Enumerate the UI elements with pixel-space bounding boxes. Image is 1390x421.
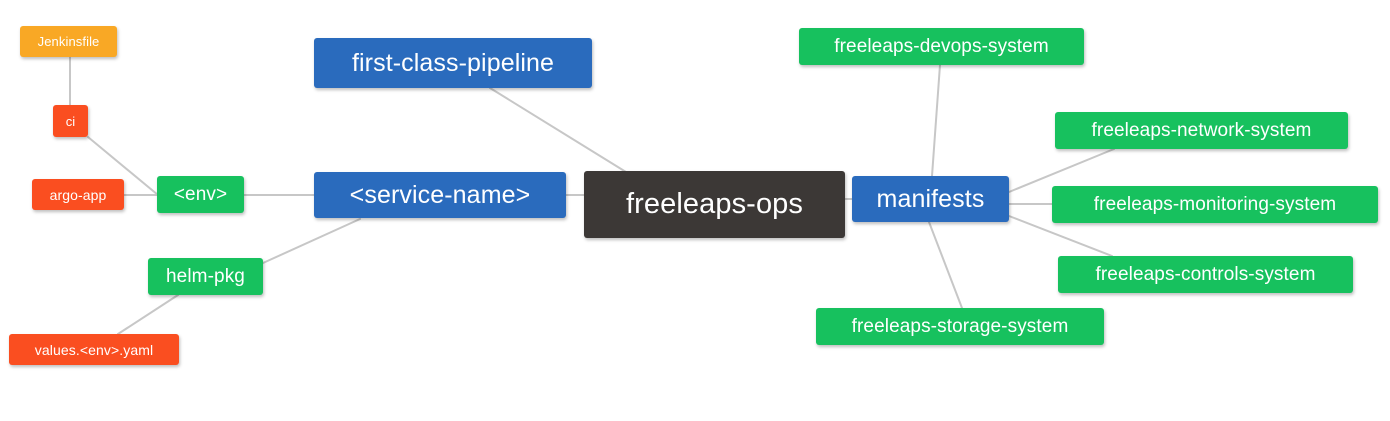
edge-manifests-to-devops-system [931,64,941,177]
node-ci[interactable]: ci [53,105,88,137]
node-label: argo-app [49,186,107,203]
node-label: helm-pkg [166,266,245,287]
edge-helm-pkg-to-values-yaml [117,294,179,335]
edge-manifests-to-controls-system [1008,215,1113,257]
node-label: freeleaps-controls-system [1095,264,1316,285]
node-label: <env> [173,184,228,205]
node-label: freeleaps-network-system [1091,120,1312,141]
node-env[interactable]: <env> [157,176,244,213]
edge-service-name-to-helm-pkg [262,218,361,264]
node-monitoring-system[interactable]: freeleaps-monitoring-system [1052,186,1378,223]
node-label: Jenkinsfile [37,34,100,49]
node-label: freeleaps-monitoring-system [1093,194,1337,215]
node-manifests[interactable]: manifests [852,176,1009,222]
edge-first-class-pipeline-to-freeleaps-ops [489,87,627,173]
node-devops-system[interactable]: freeleaps-devops-system [799,28,1084,65]
node-freeleaps-ops[interactable]: freeleaps-ops [584,171,845,238]
node-network-system[interactable]: freeleaps-network-system [1055,112,1348,149]
edge-manifests-to-network-system [1008,148,1115,193]
edge-ci-to-env [87,136,159,196]
node-helm-pkg[interactable]: helm-pkg [148,258,263,295]
node-label: <service-name> [349,180,531,209]
node-label: first-class-pipeline [351,48,555,77]
node-jenkinsfile[interactable]: Jenkinsfile [20,26,117,57]
node-label: ci [65,113,76,129]
node-label: freeleaps-storage-system [851,316,1069,337]
node-label: freeleaps-ops [625,188,803,220]
node-service-name[interactable]: <service-name> [314,172,566,218]
node-values-yaml[interactable]: values.<env>.yaml [9,334,179,365]
node-label: manifests [876,184,985,213]
node-storage-system[interactable]: freeleaps-storage-system [816,308,1104,345]
node-argo-app[interactable]: argo-app [32,179,124,210]
edge-manifests-to-storage-system [928,221,963,309]
node-label: freeleaps-devops-system [834,36,1049,57]
node-first-class-pipeline[interactable]: first-class-pipeline [314,38,592,88]
node-label: values.<env>.yaml [34,341,154,358]
node-controls-system[interactable]: freeleaps-controls-system [1058,256,1353,293]
